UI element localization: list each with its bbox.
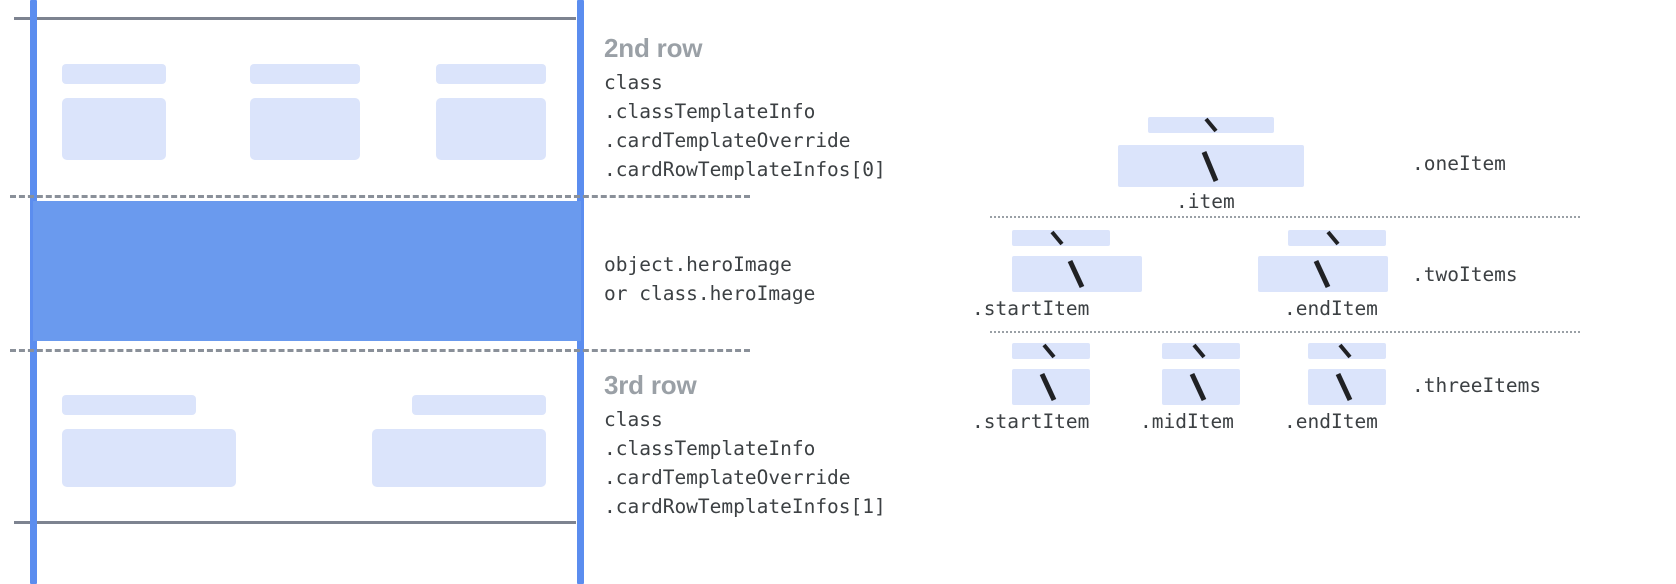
third-row-code-1: class xyxy=(604,408,663,431)
slash-icon xyxy=(1204,117,1218,133)
slash-icon xyxy=(1201,151,1219,182)
third-row-label-2 xyxy=(412,395,546,415)
three-items-end-label-box xyxy=(1308,343,1386,359)
second-row-annotation: 2nd row class .classTemplateInfo .cardTe… xyxy=(604,33,886,184)
two-items-start-label-box xyxy=(1012,230,1110,246)
hero-annotation: object.heroImage or class.heroImage xyxy=(604,250,815,308)
three-items-start-label-box xyxy=(1012,343,1090,359)
slash-icon xyxy=(1189,372,1207,402)
third-row-annotation: 3rd row class .classTemplateInfo .cardTe… xyxy=(604,370,886,521)
hero-bottom-divider xyxy=(10,349,750,352)
second-row-code-2: .classTemplateInfo xyxy=(604,100,816,123)
three-items-end-value-box xyxy=(1308,369,1386,405)
hero-code-2: or class.heroImage xyxy=(604,282,816,305)
second-row-code-3: .cardTemplateOverride xyxy=(604,129,851,152)
three-items-mid-caption: .midItem xyxy=(1140,410,1234,433)
card-top-rule xyxy=(14,17,576,20)
three-items-start-caption: .startItem xyxy=(972,410,1090,433)
one-two-separator xyxy=(990,216,1580,218)
two-items-start-caption: .startItem xyxy=(972,297,1090,320)
three-items-end-caption: .endItem xyxy=(1284,410,1378,433)
second-row-label-1 xyxy=(62,64,166,84)
third-row-label-1 xyxy=(62,395,196,415)
three-items-group-label: .threeItems xyxy=(1412,374,1542,397)
third-row-code-4: .cardRowTemplateInfos[1] xyxy=(604,495,886,518)
two-items-end-value-box xyxy=(1258,256,1388,292)
second-row-value-3 xyxy=(436,98,546,160)
two-items-end-label-box xyxy=(1288,230,1386,246)
two-items-group-label: .twoItems xyxy=(1412,263,1518,286)
second-row-heading: 2nd row xyxy=(604,33,703,63)
two-items-start-value-box xyxy=(1012,256,1142,292)
one-item-caption: .item xyxy=(1176,190,1235,213)
second-row-label-3 xyxy=(436,64,546,84)
second-row-code-1: class xyxy=(604,71,663,94)
hero-top-divider xyxy=(10,195,750,198)
slash-icon xyxy=(1042,343,1056,359)
slash-icon xyxy=(1192,343,1206,359)
slash-icon xyxy=(1313,259,1331,289)
two-items-end-caption: .endItem xyxy=(1284,297,1378,320)
three-items-mid-label-box xyxy=(1162,343,1240,359)
slash-icon xyxy=(1067,259,1085,289)
three-items-start-value-box xyxy=(1012,369,1090,405)
row-item-variants-diagram: .item .oneItem .startItem xyxy=(940,0,1676,584)
hero-code-1: object.heroImage xyxy=(604,253,792,276)
third-row-heading: 3rd row xyxy=(604,370,697,400)
slash-icon xyxy=(1326,230,1340,246)
second-row-label-2 xyxy=(250,64,360,84)
slash-icon xyxy=(1039,372,1057,402)
third-row-value-1 xyxy=(62,429,236,487)
card-layout-diagram xyxy=(0,0,750,584)
card-bottom-rule xyxy=(14,521,576,524)
third-row-code-2: .classTemplateInfo xyxy=(604,437,816,460)
second-row-value-2 xyxy=(250,98,360,160)
one-item-value-box xyxy=(1118,145,1304,187)
one-item-group-label: .oneItem xyxy=(1412,152,1506,175)
second-row-value-1 xyxy=(62,98,166,160)
third-row-code-3: .cardTemplateOverride xyxy=(604,466,851,489)
hero-image-block xyxy=(33,201,581,341)
three-items-mid-value-box xyxy=(1162,369,1240,405)
second-row-code-4: .cardRowTemplateInfos[0] xyxy=(604,158,886,181)
slash-icon xyxy=(1050,230,1064,246)
slash-icon xyxy=(1335,372,1353,402)
one-item-label-box xyxy=(1148,117,1274,133)
two-three-separator xyxy=(990,331,1580,333)
third-row-value-2 xyxy=(372,429,546,487)
slash-icon xyxy=(1338,343,1352,359)
